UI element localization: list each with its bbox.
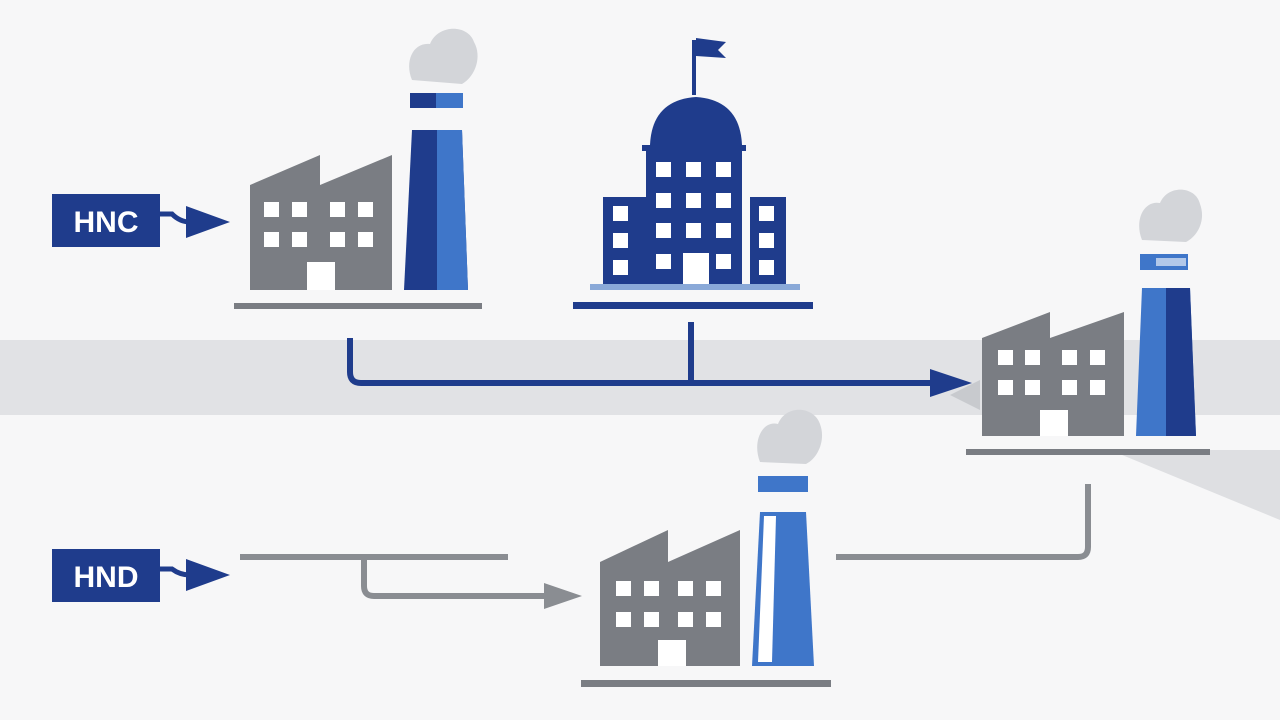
arrow-icon [186, 206, 230, 238]
flag-icon [696, 38, 726, 58]
hnd-tag: HND [52, 549, 230, 602]
factory-icon [581, 409, 831, 687]
bottom-connector [240, 554, 582, 609]
smokestack-icon [752, 409, 823, 666]
right-connector [836, 484, 1091, 560]
band-notch [950, 380, 980, 410]
arrow-icon [544, 583, 582, 609]
smoke-plume [409, 28, 478, 84]
factory-icon [966, 189, 1210, 455]
smokestack-icon [1136, 189, 1203, 436]
hnc-label: HNC [74, 206, 139, 239]
smoke-plume [1139, 189, 1203, 242]
dome [650, 97, 742, 145]
smokestack-icon [404, 28, 478, 290]
top-connector [347, 322, 972, 397]
band-shadow [1110, 450, 1280, 520]
arrow-icon [930, 369, 972, 397]
hnc-tag: HNC [52, 194, 230, 247]
smoke-plume [757, 409, 823, 464]
arrow-icon [186, 559, 230, 591]
government-building-icon [573, 38, 813, 309]
hnd-label: HND [74, 561, 139, 594]
factory-icon [234, 28, 482, 309]
